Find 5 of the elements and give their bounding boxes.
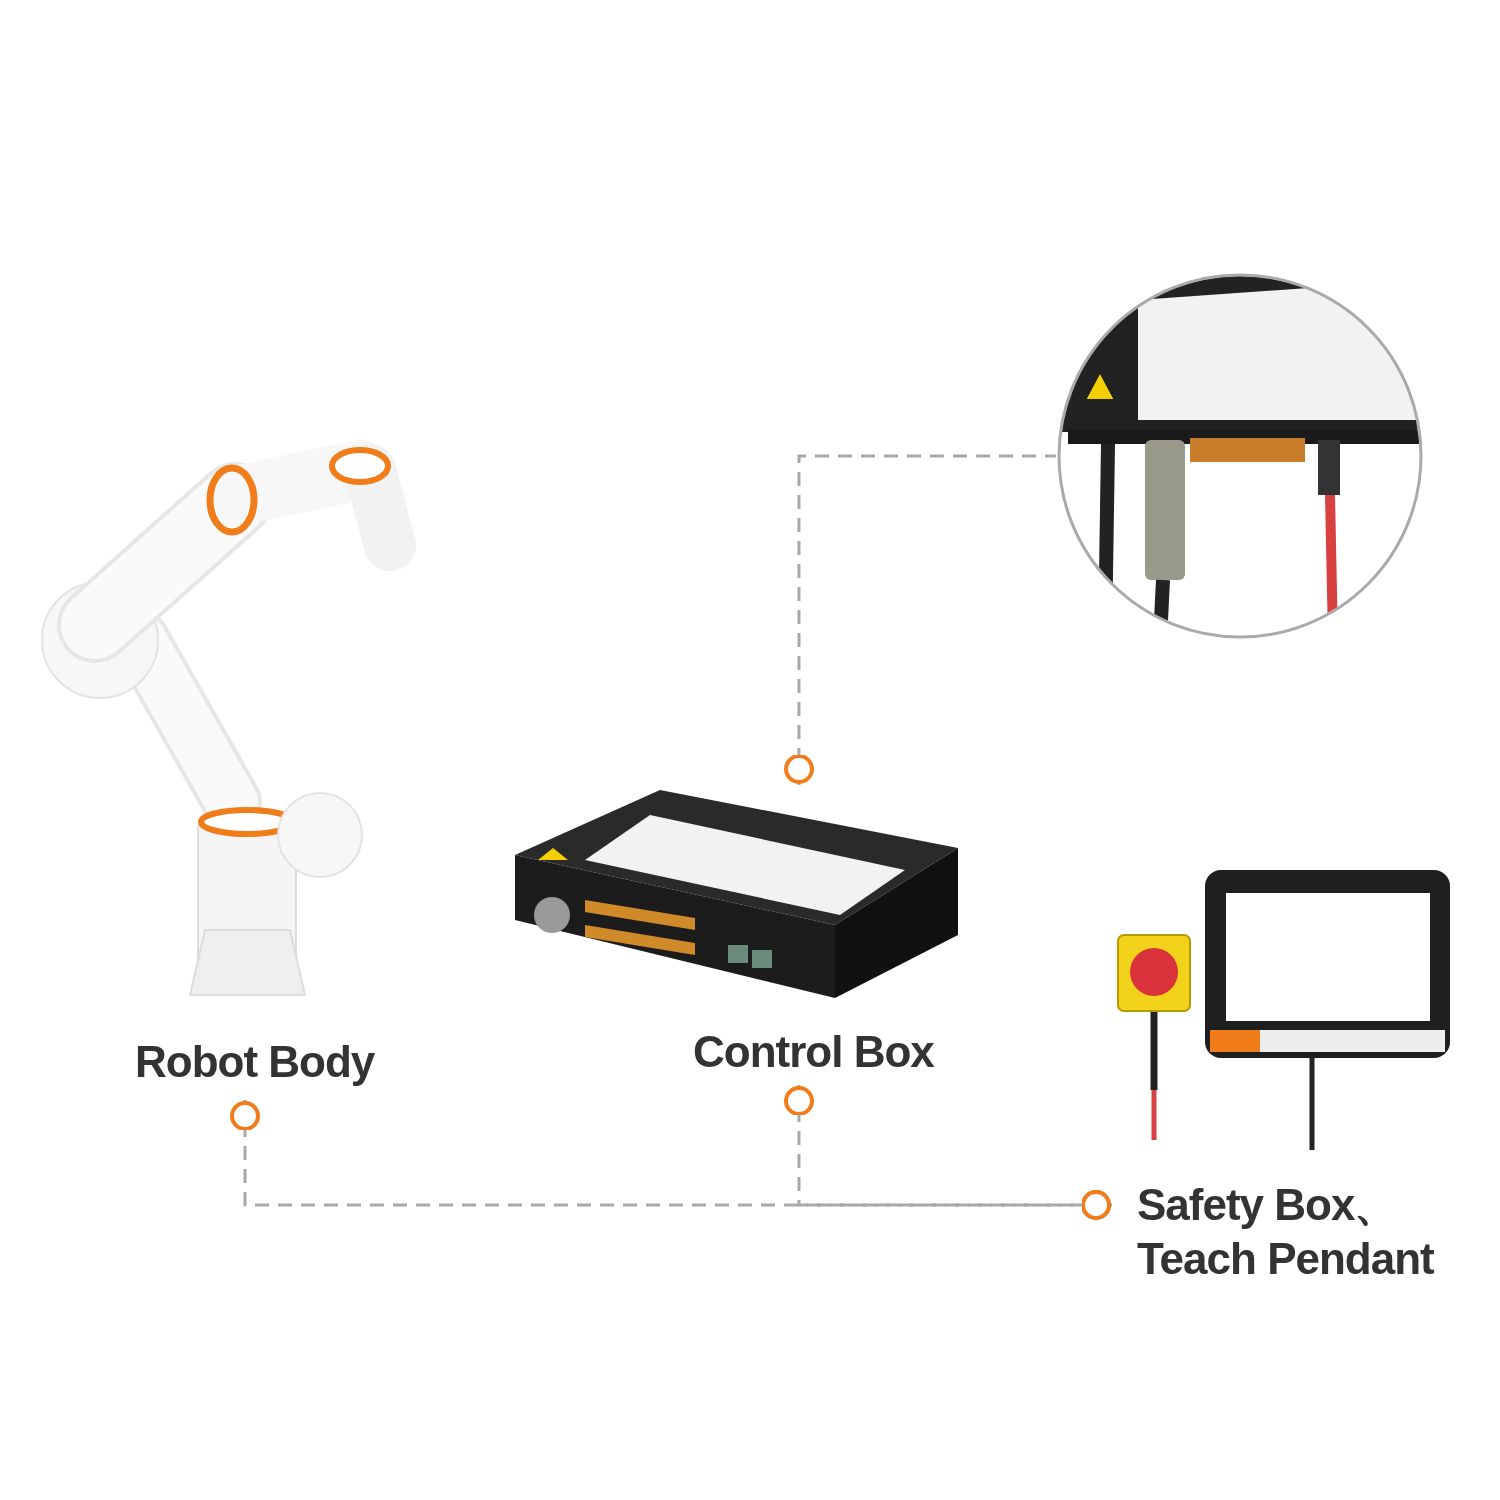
node-label: Robot Body	[135, 1036, 376, 1088]
connector-line	[784, 454, 1056, 785]
node-label: Control Box	[693, 1026, 935, 1078]
connector-line	[784, 1085, 1112, 1220]
node-label: Safety Box、 Teach Pendant	[1137, 1179, 1435, 1285]
